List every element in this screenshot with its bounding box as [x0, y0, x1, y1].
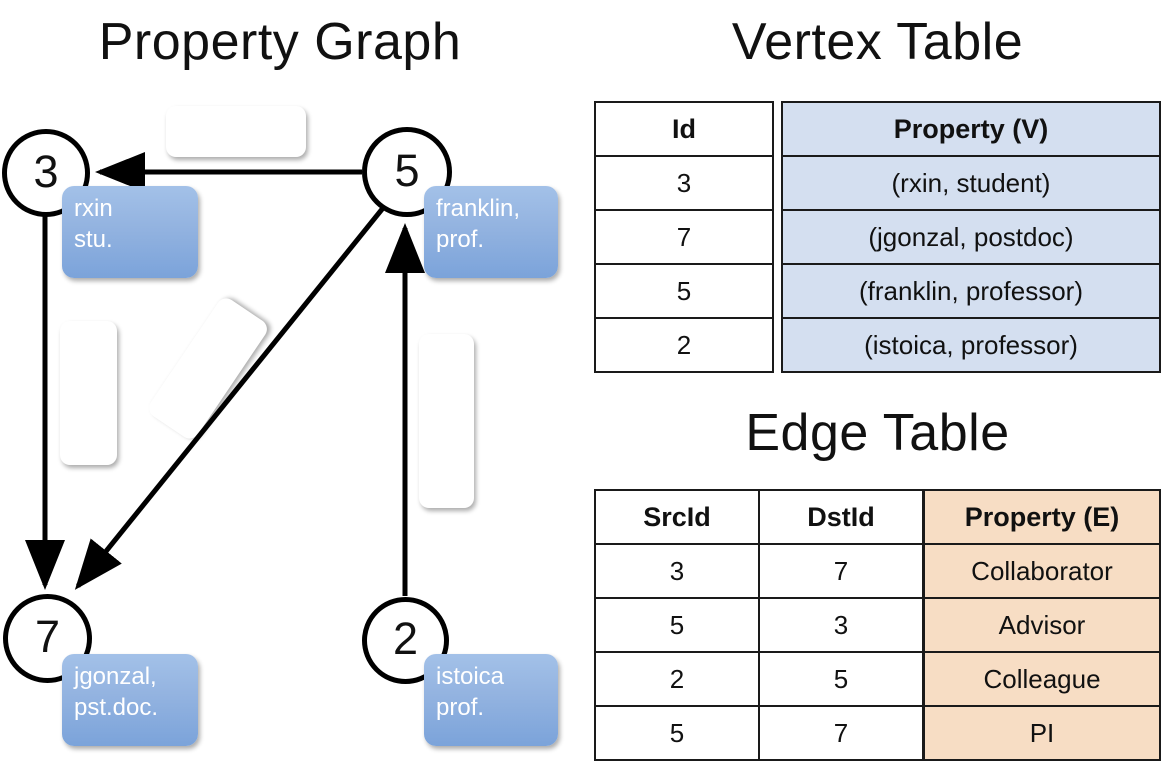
edge-cell-dstid: 7: [833, 717, 849, 748]
node-property-7-line1: jgonzal,: [74, 663, 157, 690]
graph-node-2-label: 2: [392, 613, 419, 664]
node-property-2-line2: prof.: [436, 693, 485, 721]
edge-label-colleague: Colleague: [419, 334, 474, 508]
table-row: PI: [925, 707, 1159, 759]
table-row: 3: [596, 157, 772, 211]
vertex-table-property-column: Property (V) (rxin, student) (jgonzal, p…: [781, 101, 1161, 373]
node-property-5-line2: prof.: [436, 225, 485, 253]
edge-label-collab: Collab.: [60, 321, 117, 465]
edge-cell-property: Colleague: [925, 653, 1159, 705]
edge-table-panel: Edge Table SrcId DstId 3 7 5 3 2 5 5 7 P…: [585, 395, 1170, 761]
edge-cell-property: Collaborator: [925, 545, 1159, 597]
vertex-cell-property: (franklin, professor): [783, 265, 1159, 317]
edge-label-advisor-text: Advisor: [195, 117, 277, 145]
edge-cell-dstid: 7: [833, 555, 849, 586]
edge-5-to-7: [74, 206, 385, 590]
vertex-header-property: Property (V): [783, 103, 1159, 155]
table-row: (franklin, professor): [783, 265, 1159, 319]
node-property-2-line1: istoica: [436, 663, 505, 690]
vertex-cell-id: 2: [676, 329, 692, 360]
node-property-box-2: istoica prof.: [424, 654, 558, 746]
property-graph-panel: Property Graph 3 5 7 2 rxin stu. frankli…: [0, 0, 585, 760]
edge-table-ids-columns: SrcId DstId 3 7 5 3 2 5 5 7: [594, 489, 924, 761]
node-property-box-7: jgonzal, pst.doc.: [62, 654, 198, 746]
edge-cell-srcid: 5: [596, 707, 760, 759]
table-header-row: Property (V): [783, 103, 1159, 157]
edge-label-pi-text: PI: [191, 350, 226, 386]
edge-cell-srcid: 3: [596, 545, 760, 597]
node-property-7-line2: pst.doc.: [74, 693, 159, 721]
vertex-cell-id: 3: [676, 167, 692, 198]
vertex-cell-property: (jgonzal, postdoc): [783, 211, 1159, 263]
page-title-property-graph: Property Graph: [98, 13, 462, 71]
edge-cell-dstid: 5: [833, 663, 849, 694]
node-property-3-line1: rxin: [74, 195, 113, 222]
table-row: 5 7: [596, 707, 922, 759]
vertex-cell-id: 7: [676, 221, 692, 252]
table-row: 2: [596, 319, 772, 371]
table-row: 2 5: [596, 653, 922, 707]
vertex-table-id-column: Id 3 7 5 2: [594, 101, 774, 373]
table-row: Collaborator: [925, 545, 1159, 599]
graph-node-2[interactable]: 2: [362, 597, 449, 684]
table-row: Advisor: [925, 599, 1159, 653]
edge-header-property: Property (E): [925, 491, 1159, 543]
node-property-box-3: rxin stu.: [62, 186, 198, 278]
graph-node-3-label: 3: [33, 145, 59, 197]
table-row: (rxin, student): [783, 157, 1159, 211]
edge-table-title: Edge Table: [745, 404, 1010, 462]
table-header-row: Property (E): [925, 491, 1159, 545]
vertex-table-panel: Vertex Table Id 3 7 5 2 Property (V) (rx…: [585, 0, 1170, 395]
edge-label-colleague-text: Colleague: [433, 366, 461, 476]
graph-node-7-label: 7: [34, 611, 61, 662]
node-property-5-line1: franklin,: [436, 195, 521, 222]
edge-label-advisor: Advisor: [166, 106, 306, 157]
table-row: 7: [596, 211, 772, 265]
vertex-header-id: Id: [672, 113, 696, 144]
table-row: 3 7: [596, 545, 922, 599]
edge-table-property-column: Property (E) Collaborator Advisor Collea…: [923, 489, 1161, 761]
table-row: 5: [596, 265, 772, 319]
graph-node-5-label: 5: [394, 144, 420, 196]
table-header-row: Id: [596, 103, 772, 157]
vertex-cell-property: (rxin, student): [783, 157, 1159, 209]
table-header-row: SrcId DstId: [596, 491, 922, 545]
graph-edges: [25, 152, 425, 596]
vertex-cell-property: (istoica, professor): [783, 319, 1159, 371]
edge-cell-property: PI: [925, 707, 1159, 759]
table-row: (istoica, professor): [783, 319, 1159, 371]
edge-cell-property: Advisor: [925, 599, 1159, 651]
table-row: (jgonzal, postdoc): [783, 211, 1159, 265]
edge-label-collab-text: Collab.: [75, 355, 103, 431]
edge-cell-srcid: 2: [596, 653, 760, 705]
table-row: Colleague: [925, 653, 1159, 707]
edge-cell-dstid: 3: [833, 609, 849, 640]
edge-header-dstid: DstId: [807, 501, 875, 532]
vertex-table-title: Vertex Table: [731, 13, 1024, 71]
vertex-cell-id: 5: [676, 275, 692, 306]
table-row: 5 3: [596, 599, 922, 653]
graph-node-5[interactable]: 5: [362, 127, 452, 217]
node-property-box-5: franklin, prof.: [424, 186, 558, 278]
edge-cell-srcid: 5: [596, 599, 760, 651]
edge-header-srcid: SrcId: [596, 491, 760, 543]
node-property-3-line2: stu.: [74, 225, 113, 253]
